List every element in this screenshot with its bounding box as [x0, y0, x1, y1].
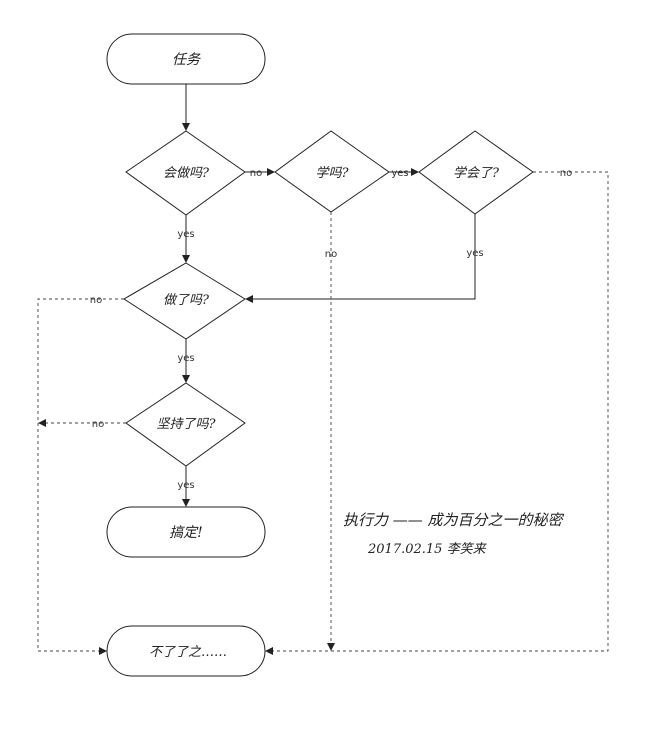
node-can-do-label: 会做吗? — [163, 166, 210, 181]
edge-learned-no — [272, 171, 609, 652]
edge-labels: no yes yes no no yes no yes no yes — [90, 168, 572, 491]
arrow-head — [182, 375, 190, 383]
label-learn-yes: yes — [391, 168, 408, 179]
label-learned-yes: yes — [466, 248, 483, 259]
label-did-no: no — [90, 295, 102, 306]
node-did: 做了吗? — [123, 262, 246, 340]
node-fail: 不了了之…… — [106, 625, 266, 677]
solid-connectors — [182, 84, 476, 507]
arrow-head — [38, 419, 46, 427]
label-learned-no: no — [560, 168, 572, 179]
caption: 执行力 —— 成为百分之一的秘密 2017.02.15 李笑来 — [343, 511, 565, 557]
node-did-label: 做了吗? — [163, 293, 210, 308]
label-can-do-no: no — [250, 168, 262, 179]
label-did-yes: yes — [177, 353, 194, 364]
node-success: 搞定! — [106, 506, 266, 558]
node-can-do: 会做吗? — [125, 130, 246, 216]
node-start-label: 任务 — [172, 52, 201, 68]
node-fail-label: 不了了之…… — [149, 645, 227, 660]
arrow-head — [182, 123, 190, 131]
label-persist-no: no — [92, 419, 104, 430]
arrow-head — [182, 499, 190, 507]
label-learn-no: no — [325, 249, 337, 260]
arrow-head — [182, 255, 190, 263]
arrow-head — [245, 295, 253, 303]
label-persist-yes: yes — [177, 480, 194, 491]
arrow-head — [411, 168, 419, 176]
edge-did-no — [37, 298, 124, 652]
node-learn: 学吗? — [274, 130, 390, 213]
node-persist-label: 坚持了吗? — [157, 417, 217, 432]
arrow-head — [265, 647, 273, 655]
caption-byline: 2017.02.15 李笑来 — [367, 542, 488, 557]
node-learned: 学会了? — [418, 130, 534, 215]
edge-learned-to-did — [252, 214, 476, 300]
node-learned-label: 学会了? — [453, 165, 500, 181]
node-start: 任务 — [106, 33, 266, 85]
label-can-do-yes: yes — [177, 229, 194, 240]
node-learn-label: 学吗? — [316, 165, 350, 181]
arrow-head — [267, 168, 275, 176]
caption-title: 执行力 —— 成为百分之一的秘密 — [343, 511, 565, 529]
arrow-head — [99, 647, 107, 655]
arrow-head — [327, 643, 335, 651]
node-success-label: 搞定! — [169, 525, 203, 541]
dashed-connectors — [37, 171, 609, 655]
node-persist: 坚持了吗? — [125, 382, 246, 467]
